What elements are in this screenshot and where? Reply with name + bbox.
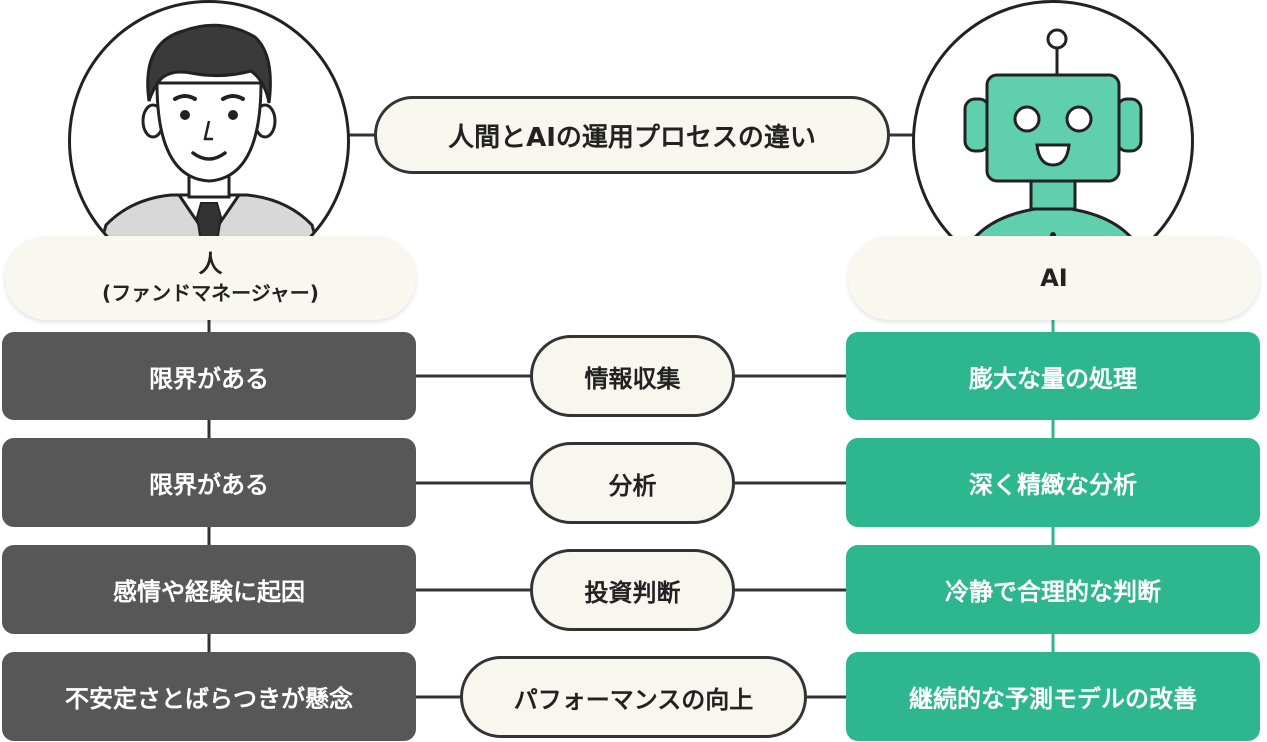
ai-column-header: AI — [848, 236, 1260, 320]
ai-cell-row4: 継続的な予測モデルの改善 — [846, 652, 1260, 741]
category-row1: 情報収集 — [530, 335, 735, 417]
human-cell-row1: 限界がある — [2, 332, 416, 420]
human-cell-row2: 限界がある — [2, 438, 416, 527]
diagram-title: 人間とAIの運用プロセスの違い — [374, 96, 890, 174]
human-header-sublabel: (ファンドマネージャー) — [102, 281, 319, 305]
human-cell-row3: 感情や経験に起因 — [2, 545, 416, 634]
human-column-header: 人 (ファンドマネージャー) — [5, 236, 416, 320]
human-header-label: 人 — [198, 250, 223, 278]
category-row4: パフォーマンスの向上 — [460, 656, 807, 738]
category-row3: 投資判断 — [530, 549, 735, 631]
category-row2: 分析 — [530, 442, 735, 524]
ai-cell-row3: 冷静で合理的な判断 — [846, 545, 1260, 634]
human-cell-row4: 不安定さとばらつきが懸念 — [2, 652, 416, 741]
ai-cell-row1: 膨大な量の処理 — [846, 332, 1260, 420]
ai-cell-row2: 深く精緻な分析 — [846, 438, 1260, 527]
